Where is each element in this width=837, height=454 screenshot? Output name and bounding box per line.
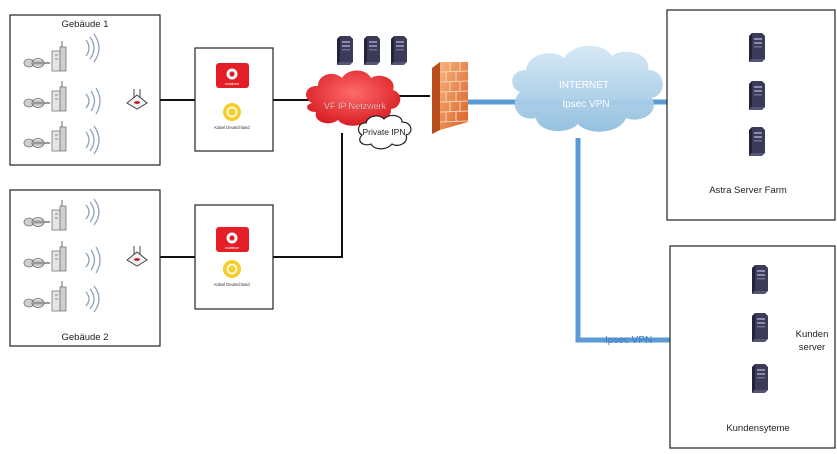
server-icon bbox=[749, 127, 765, 156]
vf-network-label: VF IP Netzwerk bbox=[324, 101, 387, 111]
server-icon bbox=[749, 81, 765, 110]
link-provider2-vf bbox=[273, 133, 343, 258]
kabel-deutschland-logo: Kabel Deutschland bbox=[214, 103, 250, 130]
building-2: Gebäude 2 bbox=[9, 189, 161, 347]
server-icon bbox=[337, 36, 353, 65]
building-2-label: Gebäude 2 bbox=[61, 332, 108, 343]
internet-label: INTERNET bbox=[559, 80, 609, 91]
astra-server-farm: Astra Server Farm bbox=[666, 9, 836, 221]
server-icon bbox=[752, 364, 768, 393]
vodafone-logo: vodafone bbox=[216, 63, 249, 88]
server-icon bbox=[752, 313, 768, 342]
ipsec-vpn-label-lower: Ipsec VPN bbox=[605, 335, 652, 346]
vpn-line-kunden bbox=[575, 138, 683, 343]
server-icon bbox=[364, 36, 380, 65]
private-ipn-label: Private IPN bbox=[363, 127, 406, 137]
kunden-server-label-1: Kunden bbox=[796, 329, 829, 340]
building-1-label: Gebäude 1 bbox=[61, 19, 108, 30]
top-servers bbox=[337, 36, 407, 65]
kabel-deutschland-logo: Kabel Deutschland bbox=[214, 260, 250, 287]
kundensysteme-label: Kundensyteme bbox=[726, 423, 789, 434]
astra-label: Astra Server Farm bbox=[709, 185, 787, 196]
vodafone-logo: vodafone bbox=[216, 227, 249, 252]
building-1: Gebäude 1 bbox=[9, 14, 161, 166]
internet-cloud: INTERNET Ipsec VPN bbox=[512, 45, 663, 132]
svg-text:Kabel Deutschland: Kabel Deutschland bbox=[214, 125, 250, 130]
svg-text:vodafone: vodafone bbox=[225, 246, 239, 250]
server-icon bbox=[752, 265, 768, 294]
server-icon bbox=[391, 36, 407, 65]
provider-box-2: vodafone Kabel Deutschland bbox=[194, 204, 274, 310]
ipsec-vpn-label-internet: Ipsec VPN bbox=[562, 99, 609, 110]
private-ipn-cloud: Private IPN bbox=[357, 114, 412, 150]
kundensysteme: Kunden server Kundensyteme bbox=[669, 245, 836, 449]
svg-text:Kabel Deutschland: Kabel Deutschland bbox=[214, 282, 250, 287]
wireless-signal-icon bbox=[85, 33, 101, 155]
kunden-server-label-2: server bbox=[799, 342, 825, 353]
vf-ip-network-cloud: VF IP Netzwerk bbox=[306, 70, 401, 126]
provider-box-1: vodafone Kabel Deutschland bbox=[194, 47, 274, 152]
wireless-signal-icon bbox=[85, 198, 101, 313]
firewall-icon bbox=[431, 61, 469, 135]
server-icon bbox=[749, 33, 765, 62]
svg-text:vodafone: vodafone bbox=[225, 82, 239, 86]
